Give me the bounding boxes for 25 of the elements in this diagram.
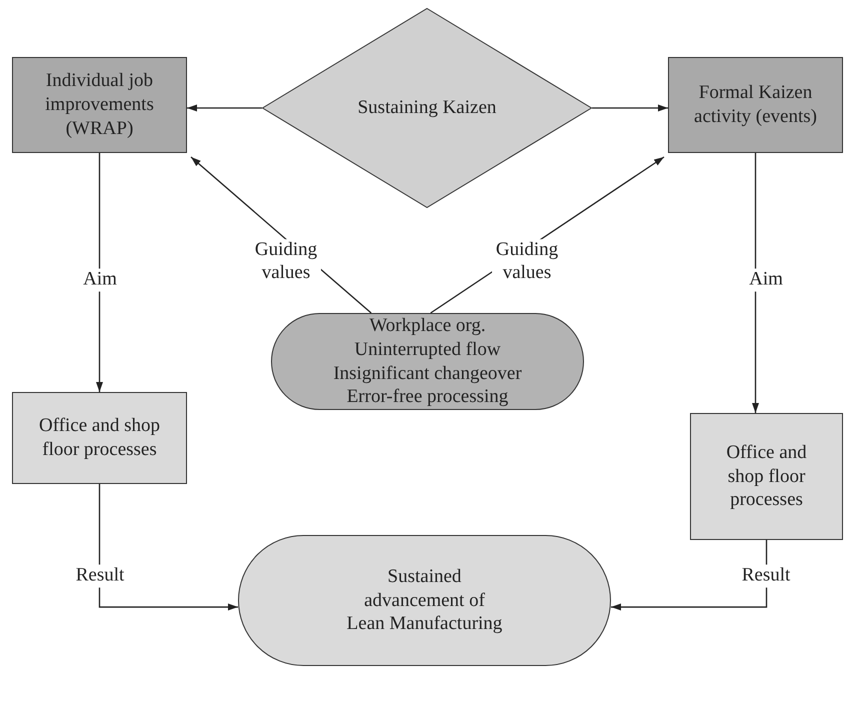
edge-label: Aim: [83, 268, 117, 292]
arrow: [96, 153, 103, 392]
node-text: Error-free processing: [346, 385, 508, 409]
node-text: Insignificant changeover: [333, 362, 522, 386]
node-text: Formal Kaizen activity (events): [693, 81, 818, 129]
decision-diamond: [262, 8, 592, 208]
arrow: [611, 540, 768, 611]
node-text: Uninterrupted flow: [354, 338, 501, 362]
node-text: Office and shop floor processes: [725, 440, 808, 512]
node-text: Individual job improvements (WRAP): [44, 69, 155, 141]
node-text: Workplace org.: [369, 314, 486, 338]
node-text: Office and shop floor processes: [38, 414, 161, 462]
edge-label: Result: [742, 564, 790, 588]
arrow: [98, 484, 238, 611]
process-box: [668, 57, 843, 153]
process-box: [12, 57, 187, 153]
arrow: [592, 104, 668, 112]
process-box: [690, 413, 843, 540]
process-box: [12, 392, 187, 484]
arrow: [752, 153, 759, 413]
edge-label: Aim: [749, 268, 783, 292]
node-text: Sustaining Kaizen: [358, 96, 496, 120]
node-text: Sustained advancement of Lean Manufacturing: [346, 564, 504, 636]
edge-label: Result: [76, 564, 124, 588]
arrow: [187, 104, 262, 112]
